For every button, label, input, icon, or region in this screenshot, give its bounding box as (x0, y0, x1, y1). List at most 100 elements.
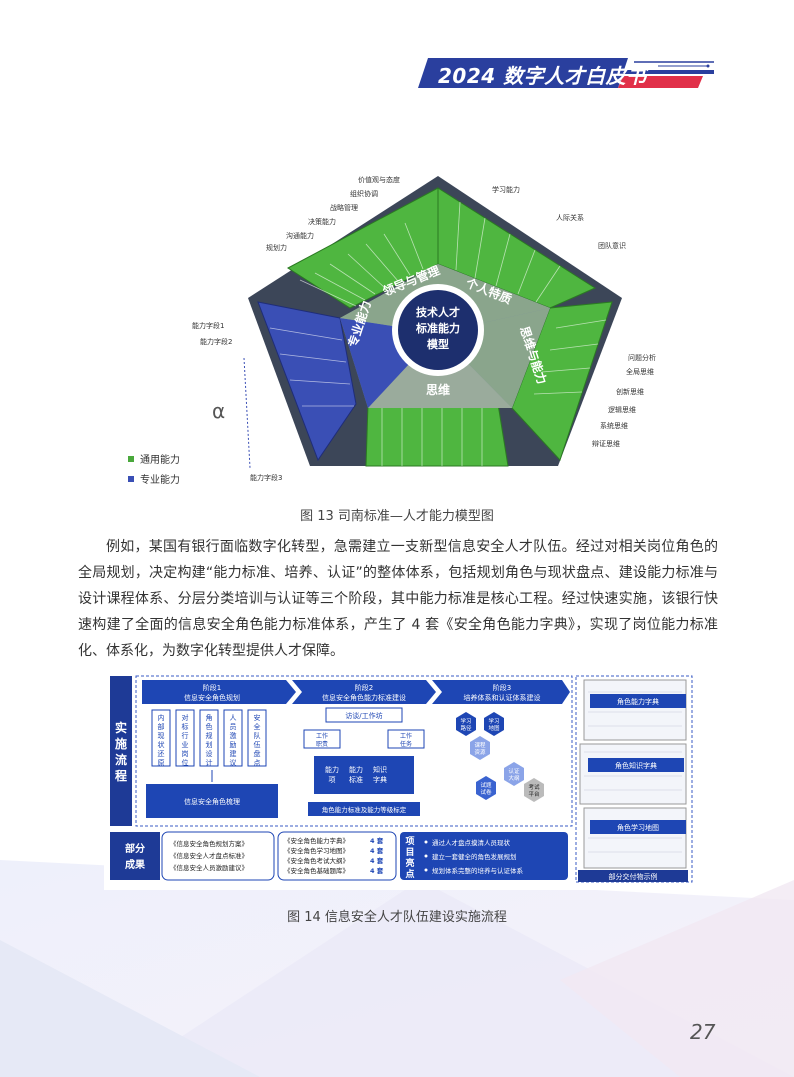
svg-text:目: 目 (405, 847, 414, 858)
result-mid-4: 《安全角色基础题库》 (284, 866, 349, 875)
svg-text:4 套: 4 套 (370, 866, 384, 875)
svg-text:4 套: 4 套 (370, 856, 384, 865)
svg-text:学习: 学习 (460, 717, 471, 725)
stage-arrows (142, 680, 570, 704)
header-banner (418, 58, 714, 88)
svg-text:对: 对 (182, 713, 189, 722)
svg-text:试题: 试题 (480, 781, 492, 789)
stage1-subtitle: 信息安全角色规划 (184, 693, 240, 702)
highlights-box (400, 832, 568, 880)
block-bottom (365, 403, 509, 467)
top-label-6: 规划力 (266, 243, 287, 252)
svg-text:任务: 任务 (400, 740, 412, 748)
stage2-bottom-label: 角色能力标准及能力等级标定 (322, 805, 407, 814)
svg-text:职责: 职责 (316, 740, 328, 748)
stage2-right-box (387, 729, 425, 749)
svg-text:点: 点 (254, 759, 261, 767)
right-top-label-1: 学习能力 (492, 185, 520, 194)
svg-text:考试: 考试 (528, 783, 540, 791)
deliverable-3-label: 角色学习地图 (617, 823, 659, 832)
block-right (511, 301, 613, 461)
svg-text:标准: 标准 (349, 775, 363, 784)
stage3-title: 阶段3 (493, 683, 511, 692)
svg-text:规: 规 (206, 731, 213, 740)
result-mid-2: 《安全角色学习地图》 (284, 846, 349, 855)
svg-text:标: 标 (182, 722, 189, 731)
stage2-bottom-box (308, 802, 420, 816)
svg-text:内: 内 (158, 713, 165, 722)
svg-text:大纲: 大纲 (508, 774, 520, 782)
stage2-title: 阶段2 (355, 683, 373, 692)
svg-text:色: 色 (206, 722, 213, 731)
stage2-top-label: 访谈/工作坊 (345, 711, 382, 720)
deliverable-1-label: 角色能力字典 (617, 697, 659, 706)
result-left-1: 《信息安全角色规划方案》 (170, 839, 248, 848)
legend-swatch-professional (128, 476, 134, 482)
svg-text:部: 部 (158, 722, 165, 731)
svg-text:项: 项 (329, 776, 336, 784)
svg-text:工作: 工作 (400, 732, 412, 740)
result-left-2: 《信息安全人才盘点标准》 (170, 851, 248, 860)
competency-model-diagram: 技术人才 标准能力 模型 领导与管理 个人特质 思维与能力 思维 专业能力 价值… (128, 175, 656, 486)
legend-label-professional: 专业能力 (140, 473, 180, 486)
center-label-3: 模型 (427, 337, 449, 351)
svg-text:人: 人 (230, 714, 237, 722)
legend-label-general: 通用能力 (140, 453, 180, 466)
svg-text:全: 全 (254, 722, 261, 731)
deliverable-2-label: 角色知识字典 (615, 761, 657, 770)
svg-text:角: 角 (206, 713, 213, 722)
result-left-3: 《信息安全人员激励建议》 (170, 863, 248, 872)
grid-lines (269, 201, 607, 466)
svg-text:路径: 路径 (460, 724, 472, 732)
right-label-3: 创新思维 (616, 387, 644, 396)
svg-text:议: 议 (230, 759, 237, 767)
svg-text:励: 励 (230, 741, 237, 749)
svg-text:4 套: 4 套 (370, 836, 384, 845)
stage2-subtitle: 信息安全角色能力标准建设 (322, 693, 406, 702)
svg-text:地图: 地图 (488, 724, 500, 732)
top-label-1: 价值观与态度 (358, 175, 400, 184)
svg-text:工作: 工作 (316, 732, 328, 740)
svg-text:设: 设 (206, 749, 213, 758)
page-number: 27 (690, 1020, 716, 1044)
implementation-flow-diagram: 实 施 流 程 阶段1 信息安全角色规划 阶段2 信息安全角色能力标准建设 阶段… (104, 672, 694, 890)
svg-text:字典: 字典 (373, 775, 387, 784)
stage3-hexagons (456, 712, 544, 802)
top-label-5: 沟通能力 (286, 231, 314, 240)
figure13-caption: 图 13 司南标准—人才能力模型图 (300, 509, 494, 524)
svg-text:课程: 课程 (474, 741, 486, 749)
svg-text:部分: 部分 (125, 842, 145, 855)
left-label-1: 能力字段1 (192, 321, 224, 330)
alpha-mark: α (212, 399, 225, 423)
svg-text:平台: 平台 (528, 790, 540, 798)
svg-text:计: 计 (206, 758, 213, 767)
left-label-2: 能力字段2 (200, 337, 232, 346)
top-label-3: 战略管理 (330, 203, 358, 212)
svg-text:岗: 岗 (182, 750, 189, 758)
svg-text:激: 激 (230, 731, 237, 740)
right-top-label-2: 人际关系 (556, 213, 584, 222)
svg-text:状: 状 (158, 740, 165, 749)
svg-text:建: 建 (230, 749, 237, 758)
svg-text:原: 原 (158, 759, 165, 767)
side-label-3: 流 (115, 752, 127, 767)
center-label-1: 技术人才 (416, 305, 460, 319)
results-label-box (110, 832, 160, 880)
stage1-bottom-box (146, 784, 278, 818)
svg-text:业: 业 (182, 740, 189, 749)
right-label-6: 辩证思维 (592, 439, 620, 448)
side-label-2: 施 (115, 736, 127, 751)
highlight-3: 规划体系完整的培养与认证体系 (432, 866, 524, 875)
svg-text:划: 划 (206, 740, 213, 749)
svg-text:队: 队 (254, 731, 261, 740)
svg-text:成果: 成果 (125, 858, 146, 871)
svg-text:位: 位 (182, 758, 189, 767)
result-mid-1: 《安全角色能力字典》 (284, 836, 349, 845)
side-label-box (110, 676, 132, 826)
svg-text:能力: 能力 (325, 765, 339, 774)
highlight-1: 通过人才盘点摸清人员现状 (432, 838, 511, 847)
right-label-1: 问题分析 (628, 353, 656, 362)
body-paragraph: 例如，某国有银行面临数字化转型，急需建立一支新型信息安全人才队伍。经过对相关岗位… (78, 539, 718, 659)
right-label-4: 逻辑思维 (608, 405, 636, 414)
